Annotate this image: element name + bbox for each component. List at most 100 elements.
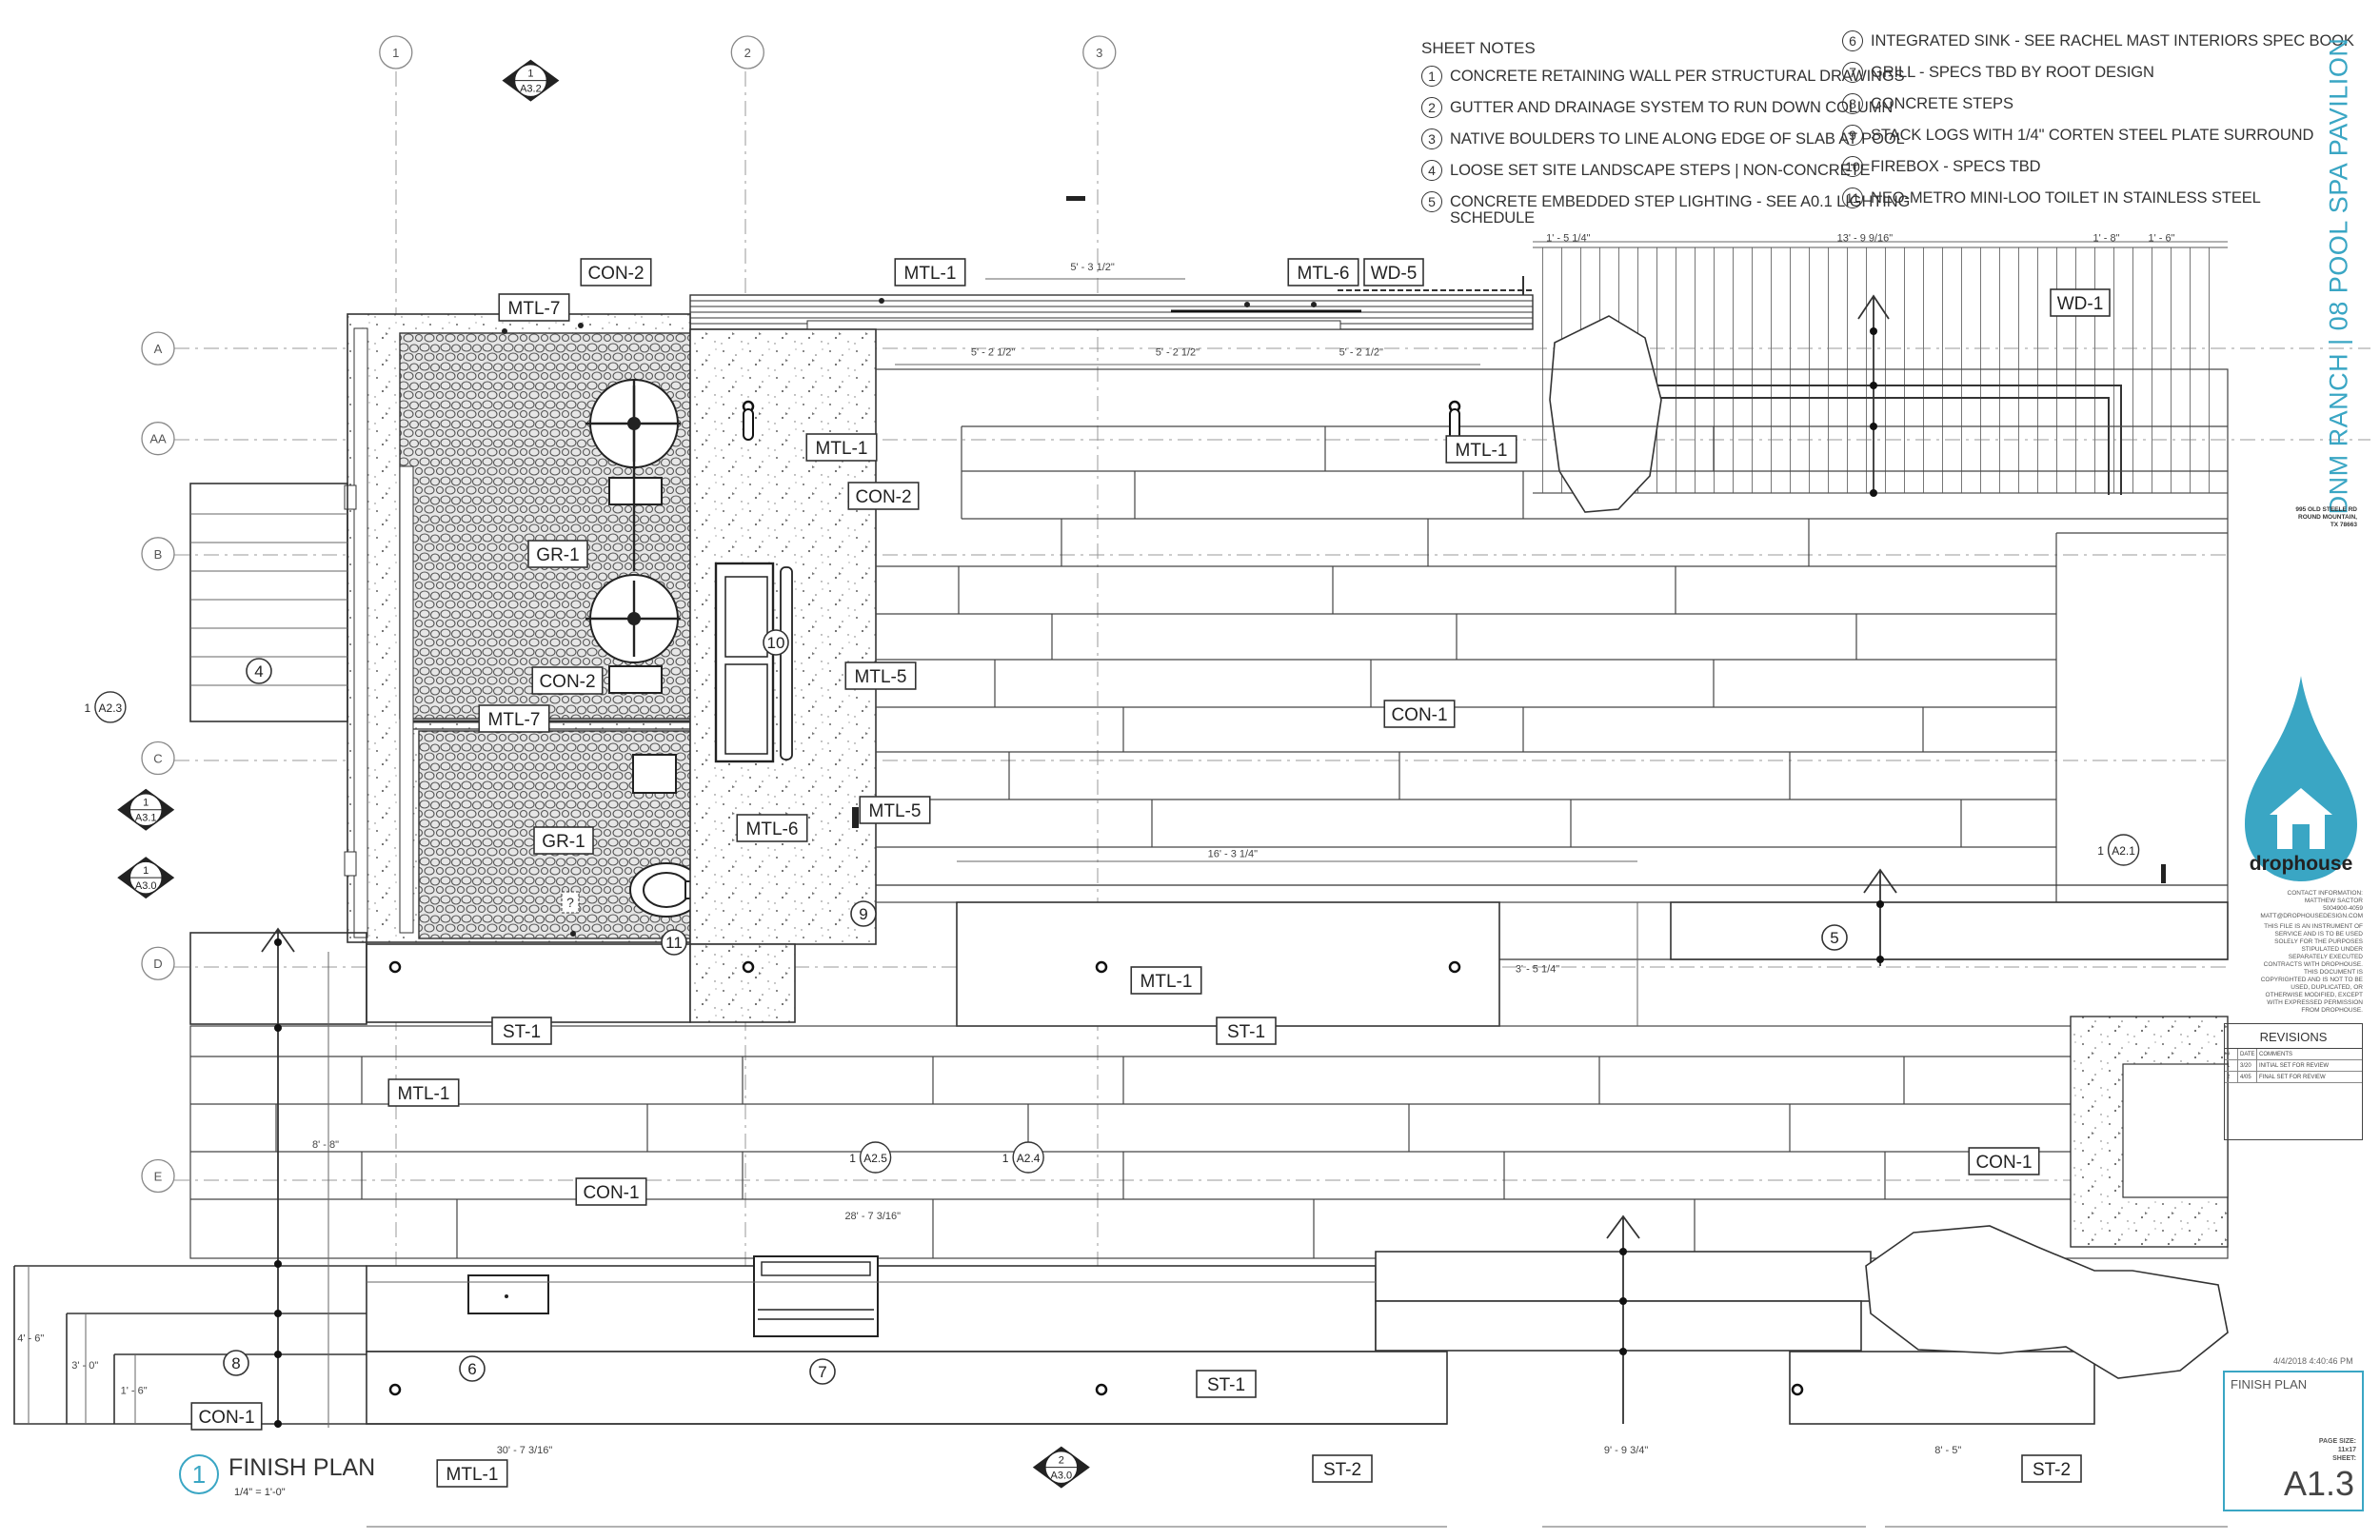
- material-tag-label: CON-1: [198, 1408, 254, 1428]
- dimension-label: 5' - 2 1/2": [1339, 347, 1383, 359]
- material-tag-label: MTL-5: [855, 667, 907, 687]
- material-tag-label: MTL-7: [488, 710, 541, 730]
- note-callout-10: 10: [763, 629, 789, 656]
- marker-number: 1: [143, 798, 149, 809]
- material-tag: MTL-7: [498, 293, 570, 322]
- material-tag: CON-1: [575, 1177, 647, 1206]
- legal-line: THIS DOCUMENT IS: [2304, 969, 2363, 976]
- dimension-label: 4' - 6": [17, 1333, 44, 1345]
- note-number-bubble: 2: [1421, 97, 1442, 118]
- legal-line: OTHERWISE MODIFIED, EXCEPT: [2265, 992, 2363, 998]
- dimension-label: 30' - 7 3/16": [497, 1445, 553, 1456]
- note-text: GRILL - SPECS TBD BY ROOT DESIGN: [1871, 64, 2154, 81]
- callout-number: 8: [231, 1354, 240, 1372]
- callout-number: 10: [767, 634, 785, 652]
- marker-sheet: A3.1: [135, 813, 157, 824]
- plot-timestamp: 4/4/2018 4:40:46 PM: [2273, 1356, 2353, 1366]
- material-tag-label: MTL-1: [446, 1465, 499, 1485]
- note-number-bubble: 6: [1842, 30, 1863, 51]
- revision-cell: 1: [2225, 1060, 2238, 1071]
- dimension-label: 5' - 3 1/2": [1070, 262, 1114, 273]
- section-marker-A3.1: 1A3.1: [117, 788, 175, 831]
- revision-cell: FINAL SET FOR REVIEW: [2259, 1074, 2326, 1080]
- note-text-continued: SCHEDULE: [1450, 208, 1536, 227]
- marker-number: 1: [85, 701, 91, 715]
- elevation-marker-A2.1: A2.1 1: [2097, 834, 2140, 866]
- note-number-bubble: 7: [1842, 62, 1863, 83]
- material-tag: ST-1: [1196, 1370, 1257, 1398]
- material-tag: GR-1: [533, 826, 594, 855]
- material-tag: CON-2: [531, 666, 604, 695]
- marker-sheet: A2.1: [2112, 844, 2135, 858]
- sheet-title: FINISH PLAN: [2231, 1377, 2308, 1392]
- material-tag-label: MTL-1: [816, 439, 868, 459]
- dimension-label: 5' - 2 1/2": [971, 347, 1015, 359]
- marker-sheet: A3.2: [520, 84, 542, 95]
- note-callout-6: 6: [459, 1355, 486, 1382]
- note-text: CONCRETE RETAINING WALL PER STRUCTURAL D…: [1450, 68, 1905, 85]
- material-tag-label: WD-5: [1371, 264, 1418, 284]
- grid-label: B: [154, 547, 163, 562]
- material-tag: MTL-7: [478, 704, 550, 733]
- marker-sheet: A3.0: [135, 880, 157, 892]
- material-tag-label: CON-2: [587, 264, 644, 284]
- material-tag-label: ST-1: [1207, 1375, 1245, 1395]
- marker-sheet: A2.5: [863, 1152, 887, 1165]
- marker-sheet: A2.4: [1017, 1152, 1041, 1165]
- plan-scale: 1/4" = 1'-0": [234, 1487, 286, 1498]
- callout-number: 11: [665, 934, 683, 952]
- callout-number: 5: [1830, 929, 1838, 947]
- address-line: 995 OLD STEELE RD: [2295, 506, 2357, 513]
- note-number-bubble: 5: [1421, 191, 1442, 212]
- material-tag-label: MTL-7: [508, 299, 561, 319]
- marker-number: 1: [1002, 1152, 1009, 1165]
- material-tag: ST-2: [2021, 1454, 2082, 1483]
- note-number-bubble: 1: [1421, 66, 1442, 87]
- grid-bubble-row-B: B: [141, 537, 175, 571]
- material-tag: MTL-1: [1445, 435, 1517, 464]
- legal-line: USED, DUPLICATED, OR: [2291, 984, 2363, 991]
- revision-cell: 3/20: [2238, 1060, 2257, 1071]
- svg-text:?: ?: [566, 895, 574, 910]
- elevation-marker-A2.3: A2.31: [85, 691, 127, 723]
- material-tag: WD-1: [2050, 288, 2111, 317]
- dimension-label: 1' - 6": [2148, 233, 2174, 245]
- material-tag-label: CON-2: [855, 487, 911, 507]
- material-tag-label: MTL-1: [904, 264, 957, 284]
- grid-bubble-col-1: 1: [379, 35, 413, 69]
- grid-bubble-row-A: A: [141, 331, 175, 365]
- legal-line: SOLELY FOR THE PURPOSES: [2274, 938, 2363, 945]
- sheet-note-2: 2 GUTTER AND DRAINAGE SYSTEM TO RUN DOWN …: [1421, 97, 1910, 128]
- dimension-label: 3' - 0": [71, 1360, 98, 1372]
- material-tag: CON-1: [1968, 1147, 2040, 1175]
- note-callout-7: 7: [809, 1358, 836, 1385]
- sheet-notes-column-1: 1 CONCRETE RETAINING WALL PER STRUCTURAL …: [1421, 66, 1910, 226]
- dimension-label: 9' - 9 3/4": [1604, 1445, 1648, 1456]
- note-number-bubble: 10: [1842, 156, 1863, 177]
- marker-number: 1: [2097, 844, 2104, 858]
- material-tag-label: ST-1: [503, 1022, 541, 1042]
- note-number-bubble: 3: [1421, 128, 1442, 149]
- grid-label: 2: [744, 46, 751, 60]
- note-text: GUTTER AND DRAINAGE SYSTEM TO RUN DOWN C…: [1450, 99, 1894, 116]
- sheet-note-1: 1 CONCRETE RETAINING WALL PER STRUCTURAL …: [1421, 66, 1910, 97]
- material-tag-label: GR-1: [536, 545, 579, 565]
- grid-bubble-col-3: 3: [1082, 35, 1117, 69]
- note-text: CONCRETE STEPS: [1871, 95, 2013, 112]
- revision-cell: DATE: [2238, 1049, 2257, 1059]
- revision-cell: INITIAL SET FOR REVIEW: [2259, 1062, 2330, 1069]
- marker-sheet: A3.0: [1051, 1471, 1073, 1482]
- material-tag: ST-1: [491, 1017, 552, 1045]
- material-tag: MTL-1: [1130, 966, 1202, 995]
